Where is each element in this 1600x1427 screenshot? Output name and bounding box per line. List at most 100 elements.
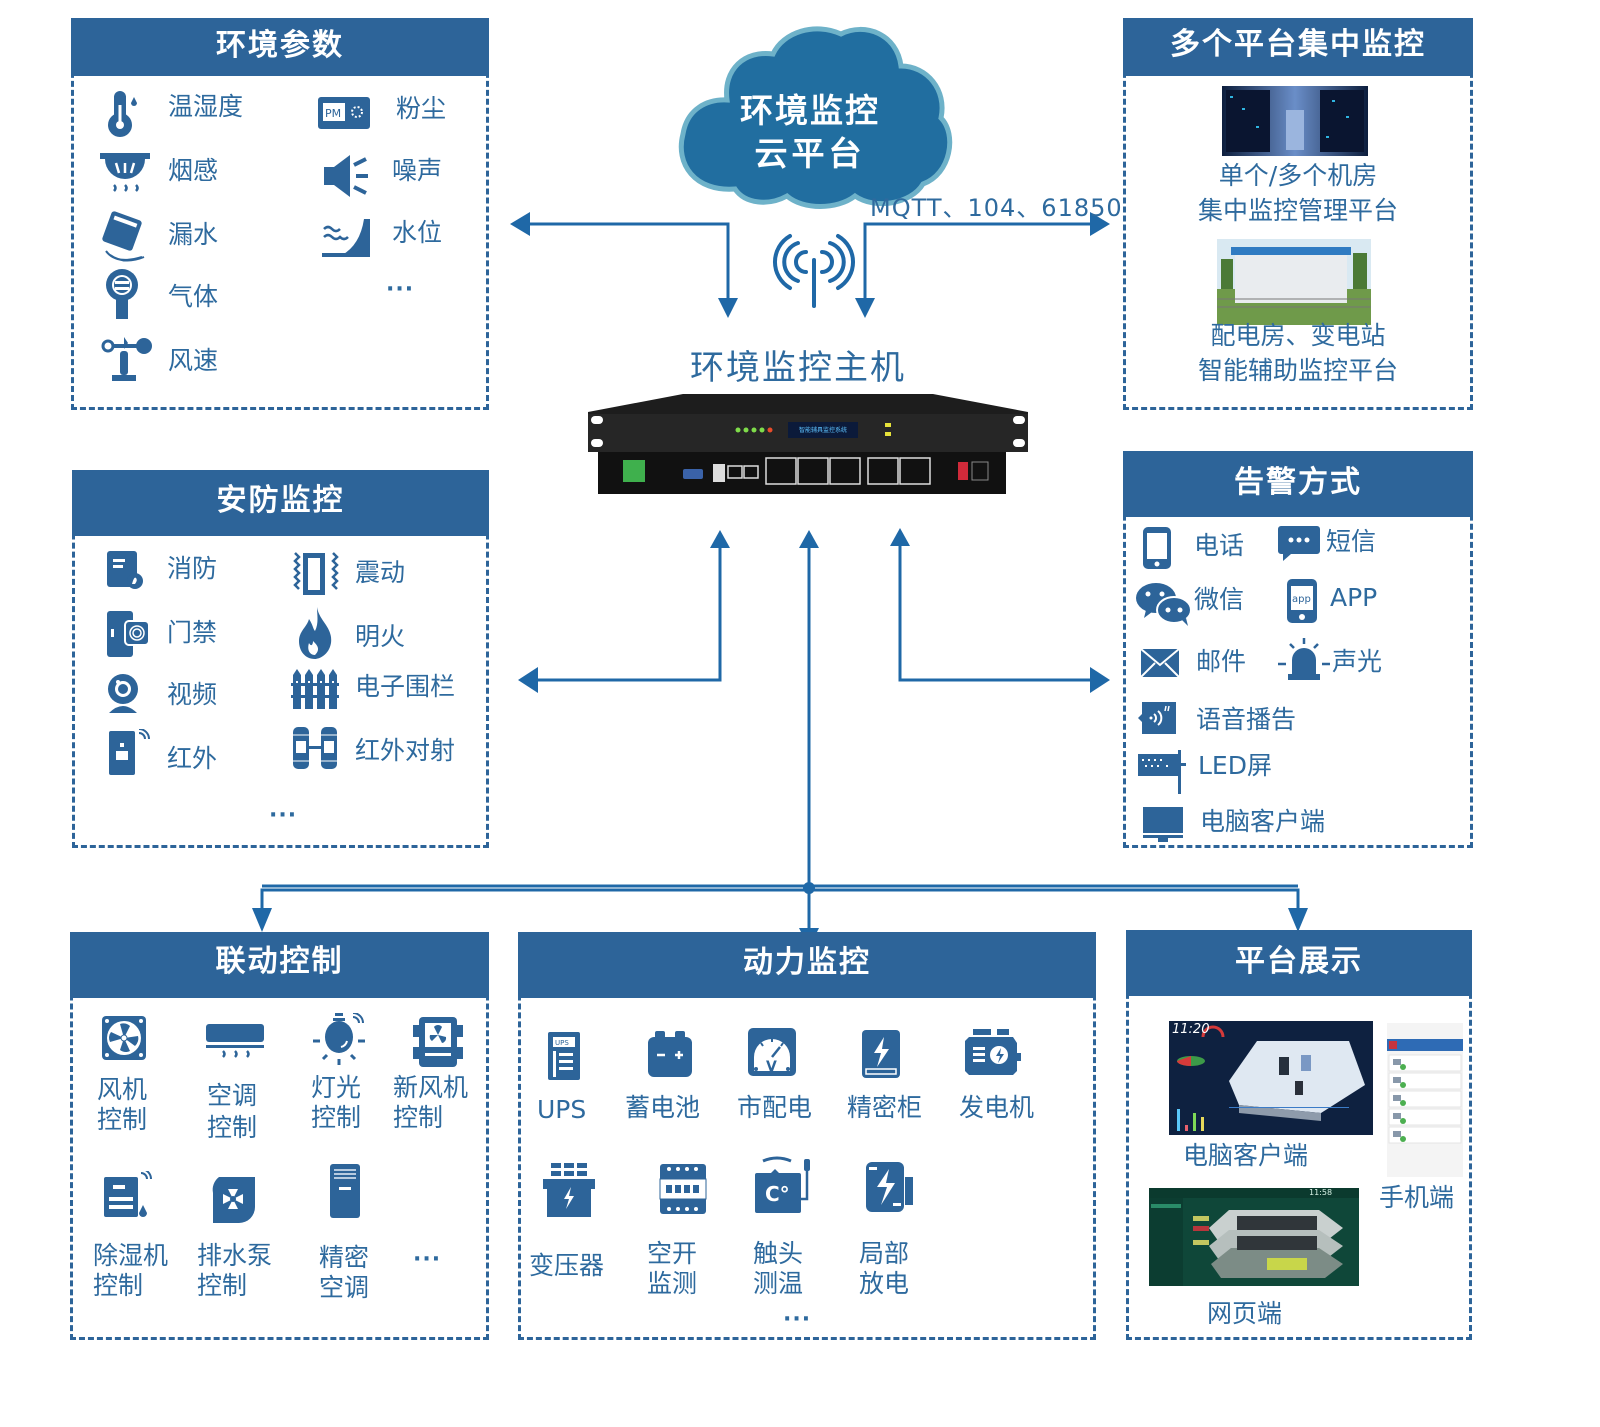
datacenter-photo <box>1222 86 1368 156</box>
transformer-icon <box>543 1163 595 1219</box>
pc-client-screenshot[interactable]: 11:20 <box>1169 1021 1373 1135</box>
precision-cabinet-icon <box>861 1029 901 1079</box>
item-label: 视频 <box>167 680 218 709</box>
item-label: 语音播告 <box>1196 705 1297 734</box>
contact-temperature-icon: C° <box>751 1155 813 1215</box>
datacenter-caption-line2: 集中监控管理平台 <box>1197 196 1398 225</box>
arrow-host-alarm <box>898 545 1090 682</box>
anemometer-icon <box>100 337 152 383</box>
substation-photo <box>1217 239 1371 325</box>
item-label-line1: 触头 <box>753 1239 804 1268</box>
item-label: 红外对射 <box>355 736 456 765</box>
web-clock: 11:58 <box>1309 1188 1333 1197</box>
item-label: 电脑客户端 <box>1200 807 1326 836</box>
fresh-air-icon <box>413 1017 463 1067</box>
item-label-line1: 精密 <box>319 1243 370 1272</box>
bus-line <box>260 888 1300 910</box>
wireless-signal-icon <box>772 234 856 308</box>
camera-icon <box>107 673 143 715</box>
noise-speaker-icon <box>324 155 370 197</box>
item-label: 精密柜 <box>847 1093 923 1122</box>
sms-icon <box>1278 526 1320 562</box>
display-panel: 平台展示 11:20 电脑客户端 手机端 <box>1126 930 1472 1340</box>
substation-caption-line1: 配电房、变电站 <box>1210 321 1386 350</box>
item-label: UPS <box>537 1095 587 1124</box>
item-label: 粉尘 <box>396 94 447 123</box>
item-label: 温湿度 <box>168 92 244 121</box>
multi-platform-title: 多个平台集中监控 <box>1123 18 1473 76</box>
arrowhead-down-linkage <box>252 908 272 932</box>
item-label: 变压器 <box>529 1251 605 1280</box>
more-indicator: ··· <box>783 1307 812 1332</box>
cloud-title-line1: 环境监控 <box>740 91 880 130</box>
led-screen-icon <box>1136 750 1188 794</box>
smoke-detector-icon <box>100 153 150 197</box>
item-label: 电子围栏 <box>355 672 456 701</box>
arrowhead-down-right-host <box>855 298 875 318</box>
fan-icon <box>101 1015 149 1063</box>
device-display-text: 智能辅具监控系统 <box>798 427 847 434</box>
item-label-line2: 监测 <box>647 1269 698 1298</box>
electronic-fence-icon <box>291 669 339 709</box>
display-title: 平台展示 <box>1126 930 1472 996</box>
item-label-line1: 灯光 <box>311 1073 362 1102</box>
drain-pump-icon <box>209 1175 259 1225</box>
arrowhead-up-1 <box>710 530 730 548</box>
linkage-panel: 联动控制 风机 控制 空调 控制 灯光 控制 新风机 控制 除湿机 控制 排水泵… <box>70 932 489 1340</box>
linkage-title: 联动控制 <box>70 932 489 998</box>
datacenter-caption-line1: 单个/多个机房 <box>1218 161 1378 190</box>
item-label: 气体 <box>168 282 219 311</box>
protocol-label: MQTT、104、61850 <box>870 194 1123 222</box>
item-label-line2: 空调 <box>319 1273 370 1302</box>
air-conditioner-icon <box>205 1023 265 1063</box>
more-indicator: ··· <box>413 1247 442 1272</box>
alarm-light-icon <box>1276 636 1332 682</box>
phone-icon <box>1142 526 1174 572</box>
more-indicator: ··· <box>269 803 298 828</box>
substation-caption-line2: 智能辅助监控平台 <box>1197 356 1398 385</box>
item-label-line2: 控制 <box>93 1271 144 1300</box>
multi-platform-panel: 多个平台集中监控 单个/多个机房 集中监控管理平台 配电房、变电站 智能辅助监控… <box>1123 18 1473 410</box>
env-params-title: 环境参数 <box>71 18 489 76</box>
item-label: 电话 <box>1194 531 1245 560</box>
mobile-client-label: 手机端 <box>1379 1183 1455 1212</box>
item-label-line2: 控制 <box>197 1271 248 1300</box>
item-label-line2: 控制 <box>311 1103 362 1132</box>
item-label: 震动 <box>355 558 406 587</box>
arrowhead-right-mid <box>1090 667 1110 693</box>
alarm-panel: 告警方式 电话 短信 微信 app APP 邮件 声光 语音播告 LED屏 电脑… <box>1123 451 1473 848</box>
item-label-line2: 放电 <box>859 1269 910 1298</box>
ups-icon: UPS <box>547 1031 581 1081</box>
battery-icon <box>647 1031 693 1079</box>
item-label-line1: 排水泵 <box>197 1241 273 1270</box>
svg-text:V: V <box>766 1059 777 1075</box>
item-label: 声光 <box>1332 647 1383 676</box>
arrowhead-up-2 <box>799 530 819 548</box>
app-icon: app <box>1286 578 1320 624</box>
dehumidifier-icon <box>103 1171 155 1223</box>
item-label-line2: 控制 <box>97 1105 148 1134</box>
more-indicator: ··· <box>386 277 415 302</box>
monitoring-host-device: 智能辅具监控系统 <box>588 394 1028 498</box>
pc-clock: 11:20 <box>1172 1022 1210 1037</box>
item-label-line1: 除湿机 <box>93 1241 169 1270</box>
arrow-cloud-right <box>863 222 1092 298</box>
web-client-screenshot[interactable]: 11:58 <box>1149 1188 1359 1286</box>
security-title: 安防监控 <box>72 470 489 536</box>
item-label: 明火 <box>355 622 406 651</box>
wechat-icon <box>1134 582 1194 628</box>
item-label: 发电机 <box>959 1093 1035 1122</box>
svg-text:UPS: UPS <box>555 1039 569 1047</box>
vibration-icon <box>289 551 341 597</box>
item-label: 漏水 <box>168 220 219 249</box>
item-label: 蓄电池 <box>625 1093 701 1122</box>
power-panel: 动力监控 UPS V UPS 蓄电池 市配电 精密柜 发电机 C° 变压器 空开… <box>518 932 1096 1340</box>
flame-icon <box>297 607 335 659</box>
circuit-breaker-icon <box>659 1163 707 1215</box>
web-client-label: 网页端 <box>1207 1299 1283 1328</box>
env-params-panel: 环境参数 温湿度 PM 粉尘 烟感 噪声 漏水 水位 气体 ··· 风速 <box>71 18 489 410</box>
item-label: 烟感 <box>168 156 219 185</box>
item-label-line2: 测温 <box>753 1269 804 1298</box>
mobile-client-screenshot[interactable] <box>1387 1023 1463 1177</box>
